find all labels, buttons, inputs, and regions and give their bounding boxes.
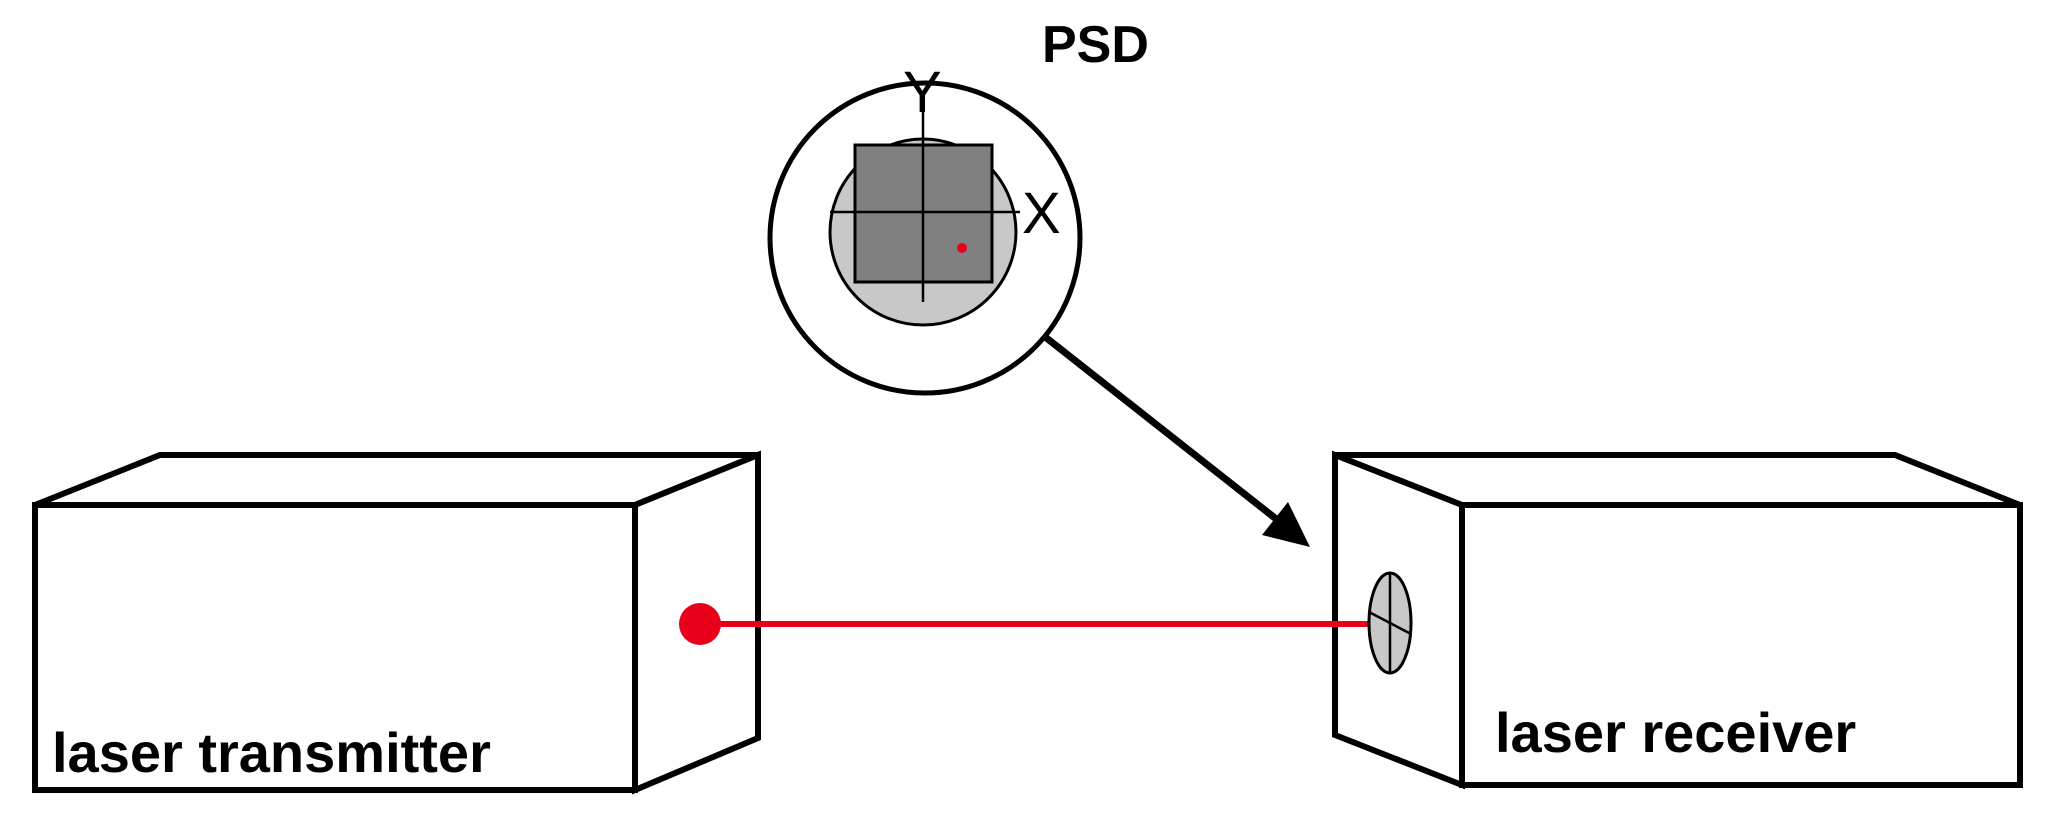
receiver-psd-axis-h bbox=[1368, 610, 1412, 636]
psd-light-spot bbox=[957, 243, 967, 253]
arrow-head bbox=[1262, 502, 1310, 547]
psd-detail: Y X PSD bbox=[767, 16, 1149, 396]
psd-pointer-arrow bbox=[1027, 322, 1310, 547]
receiver-front-face bbox=[1459, 502, 2023, 788]
receiver-label: laser receiver bbox=[1495, 701, 1856, 764]
laser-source-dot bbox=[679, 603, 721, 645]
psd-axis-x-label: X bbox=[1022, 181, 1061, 246]
transmitter-front-face bbox=[32, 502, 638, 793]
psd-title: PSD bbox=[1042, 16, 1149, 74]
laser-transmitter-box: laser transmitter bbox=[32, 450, 761, 795]
transmitter-label: laser transmitter bbox=[52, 721, 491, 784]
laser-receiver-box: laser receiver bbox=[1332, 450, 2023, 790]
receiver-psd-sensor bbox=[1367, 571, 1413, 675]
arrow-shaft bbox=[1027, 322, 1283, 525]
psd-axis-y-label: Y bbox=[903, 60, 942, 125]
